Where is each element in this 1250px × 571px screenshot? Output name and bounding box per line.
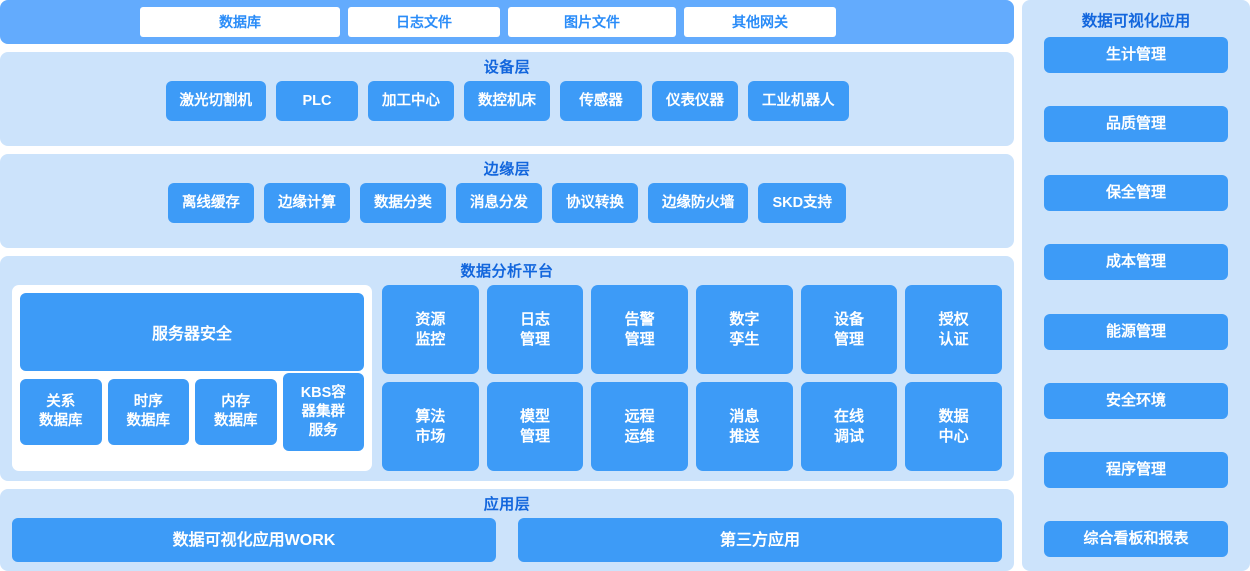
data-source-bar: 数据库 日志文件 图片文件 其他网关 [0, 0, 1014, 44]
platform-service-item[interactable]: 数据中心 [905, 382, 1002, 471]
platform-service-item[interactable]: 资源监控 [382, 285, 479, 374]
edge-layer-items: 离线缓存 边缘计算 数据分类 消息分发 协议转换 边缘防火墙 SKD支持 [0, 179, 1014, 223]
sidebar-item-program-management[interactable]: 程序管理 [1044, 451, 1228, 488]
device-item[interactable]: 仪表仪器 [652, 81, 738, 121]
sidebar-item-cost-management[interactable]: 成本管理 [1044, 244, 1228, 281]
sidebar-item-dashboard-report[interactable]: 综合看板和报表 [1044, 520, 1228, 557]
data-source-chip[interactable]: 数据库 [140, 7, 340, 37]
edge-item[interactable]: 边缘计算 [263, 183, 350, 223]
edge-item[interactable]: 消息分发 [455, 183, 542, 223]
platform-service-item[interactable]: 数字孪生 [695, 285, 793, 374]
platform-service-item[interactable]: 远程运维 [591, 382, 688, 471]
database-item[interactable]: 时序数据库 [107, 379, 189, 445]
data-source-chip[interactable]: 日志文件 [348, 7, 500, 37]
device-item[interactable]: 传感器 [560, 81, 642, 121]
device-item[interactable]: 工业机器人 [748, 81, 849, 121]
device-item[interactable]: PLC [276, 81, 358, 121]
platform-service-item[interactable]: 授权认证 [905, 285, 1002, 374]
platform-service-item[interactable]: 日志管理 [486, 285, 584, 374]
sidebar-item-production-management[interactable]: 生计管理 [1044, 37, 1228, 73]
application-layer-section: 应用层 数据可视化应用WORK 第三方应用 [0, 489, 1014, 571]
server-security-block[interactable]: 服务器安全 [20, 293, 364, 371]
data-source-chip[interactable]: 图片文件 [508, 7, 676, 37]
platform-service-item[interactable]: 在线调试 [800, 382, 898, 471]
database-item[interactable]: KBS容器集群服务 [282, 373, 364, 451]
database-item[interactable]: 关系数据库 [20, 379, 102, 445]
device-layer-section: 设备层 激光切割机 PLC 加工中心 数控机床 传感器 仪表仪器 工业机器人 [0, 52, 1014, 146]
edge-layer-section: 边缘层 离线缓存 边缘计算 数据分类 消息分发 协议转换 边缘防火墙 SKD支持 [0, 154, 1014, 248]
application-layer-items: 数据可视化应用WORK 第三方应用 [0, 514, 1014, 562]
edge-item[interactable]: 协议转换 [551, 183, 638, 223]
platform-service-item[interactable]: 告警管理 [591, 285, 688, 374]
database-row: 关系数据库 时序数据库 内存数据库 KBS容器集群服务 [20, 373, 364, 451]
device-item[interactable]: 激光切割机 [165, 81, 266, 121]
sidebar-item-list: 生计管理 品质管理 保全管理 成本管理 能源管理 安全环境 程序管理 综合看板和… [1044, 37, 1228, 571]
edge-item[interactable]: 离线缓存 [167, 183, 254, 223]
platform-service-item[interactable]: 模型管理 [486, 382, 584, 471]
edge-layer-title: 边缘层 [483, 161, 531, 178]
device-layer-items: 激光切割机 PLC 加工中心 数控机床 传感器 仪表仪器 工业机器人 [0, 77, 1014, 121]
platform-layer-body: 服务器安全 关系数据库 时序数据库 内存数据库 KBS容器集群服务 资源监控 日… [0, 281, 1014, 481]
visualization-app-sidebar: 数据可视化应用 生计管理 品质管理 保全管理 成本管理 能源管理 安全环境 程序… [1022, 0, 1250, 571]
main-column: 数据库 日志文件 图片文件 其他网关 设备层 激光切割机 PLC 加工中心 数控… [0, 0, 1014, 571]
sidebar-item-maintenance-management[interactable]: 保全管理 [1044, 175, 1228, 212]
platform-layer-section: 数据分析平台 服务器安全 关系数据库 时序数据库 内存数据库 KBS容器集群服务… [0, 256, 1014, 481]
device-item[interactable]: 数控机床 [464, 81, 550, 121]
device-layer-title: 设备层 [483, 59, 531, 76]
platform-service-item[interactable]: 算法市场 [382, 382, 479, 471]
device-item[interactable]: 加工中心 [368, 81, 454, 121]
edge-item[interactable]: 边缘防火墙 [647, 183, 749, 223]
application-layer-title: 应用层 [483, 496, 531, 513]
sidebar-item-energy-management[interactable]: 能源管理 [1044, 313, 1228, 350]
edge-item[interactable]: SKD支持 [758, 183, 847, 223]
platform-service-item[interactable]: 设备管理 [800, 285, 898, 374]
application-item[interactable]: 第三方应用 [518, 518, 1002, 562]
sidebar-item-safety-environment[interactable]: 安全环境 [1044, 382, 1228, 419]
application-item[interactable]: 数据可视化应用WORK [12, 518, 496, 562]
sidebar-title: 数据可视化应用 [1081, 13, 1191, 30]
platform-layer-title: 数据分析平台 [460, 263, 554, 280]
server-and-database-card: 服务器安全 关系数据库 时序数据库 内存数据库 KBS容器集群服务 [12, 285, 372, 471]
sidebar-item-quality-management[interactable]: 品质管理 [1044, 106, 1228, 143]
database-item[interactable]: 内存数据库 [195, 379, 277, 445]
edge-item[interactable]: 数据分类 [359, 183, 446, 223]
platform-service-item[interactable]: 消息推送 [695, 382, 793, 471]
data-source-chip[interactable]: 其他网关 [684, 7, 836, 37]
platform-service-grid: 资源监控 日志管理 告警管理 数字孪生 设备管理 授权认证 算法市场 模型管理 … [382, 285, 1002, 471]
